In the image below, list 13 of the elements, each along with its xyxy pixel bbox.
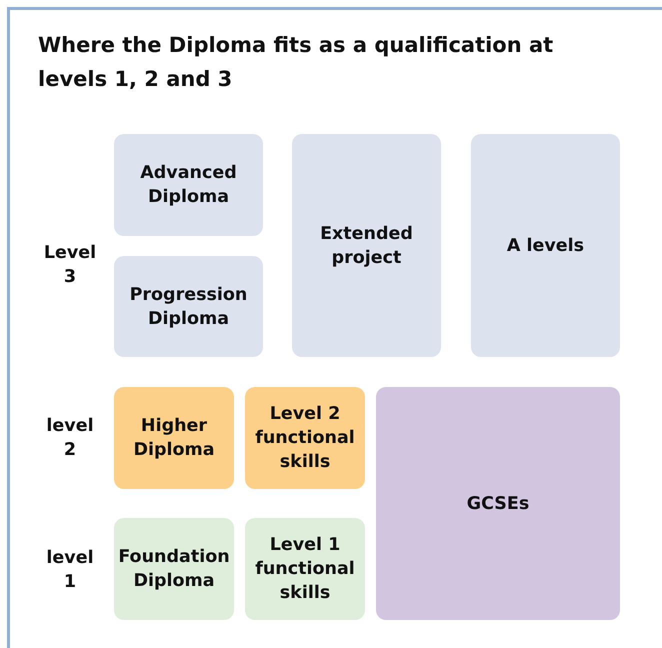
level-label: level 1 bbox=[45, 547, 95, 594]
qualification-box: A levels bbox=[471, 134, 620, 357]
qualification-box: Extended project bbox=[292, 134, 441, 357]
qualification-box: Foundation Diploma bbox=[114, 518, 234, 620]
level-label: level 2 bbox=[45, 415, 95, 462]
qualification-box: Higher Diploma bbox=[114, 387, 234, 489]
qualification-box: Level 2 functional skills bbox=[245, 387, 365, 489]
qualification-box: Advanced Diploma bbox=[114, 134, 263, 236]
qualification-box: GCSEs bbox=[376, 387, 620, 620]
level-label: Level 3 bbox=[42, 242, 98, 289]
qualification-box: Level 1 functional skills bbox=[245, 518, 365, 620]
qualification-box: Progression Diploma bbox=[114, 256, 263, 357]
diagram-title: Where the Diploma fits as a qualification at levels 1, 2 and 3 bbox=[38, 32, 554, 93]
